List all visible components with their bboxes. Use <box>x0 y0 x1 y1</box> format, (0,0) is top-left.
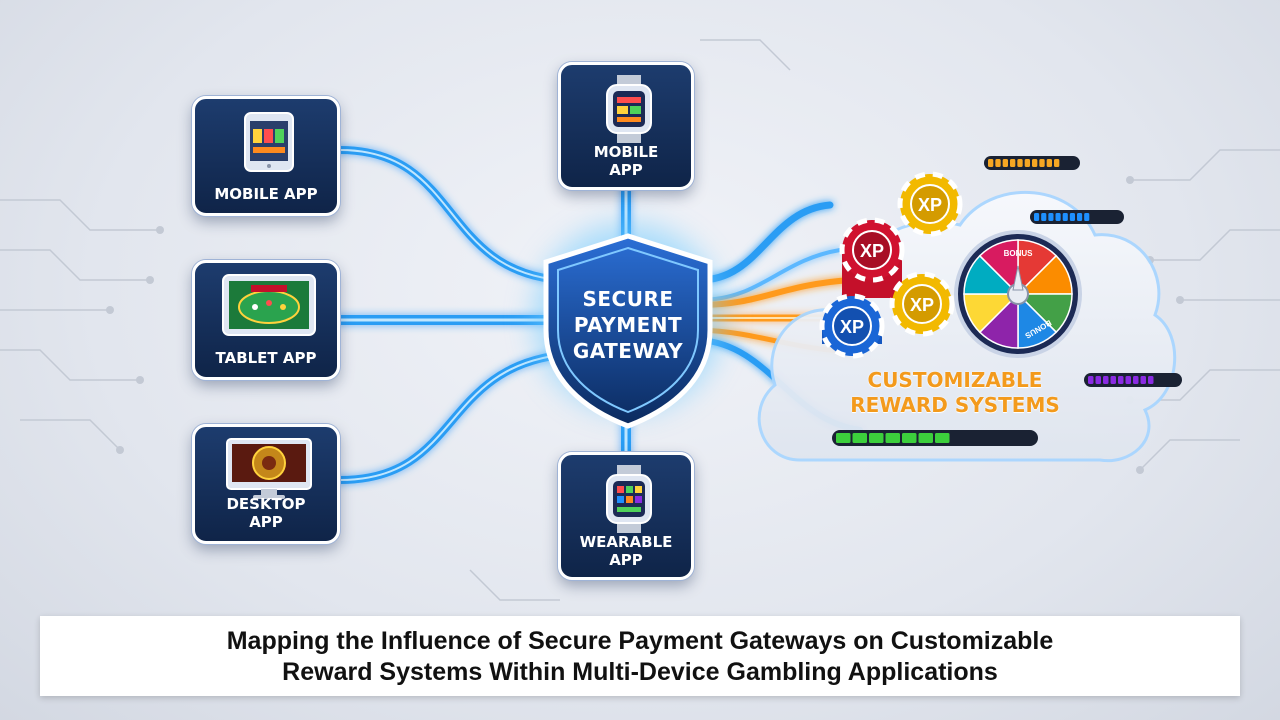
svg-text:XP: XP <box>918 195 942 215</box>
smartwatch-icon <box>561 465 691 533</box>
progress-segment <box>935 433 950 443</box>
svg-text:XP: XP <box>910 295 934 315</box>
progress-bar-orange <box>984 156 1080 170</box>
progress-segment <box>1140 376 1146 384</box>
progress-segment <box>902 433 917 443</box>
progress-segment <box>885 433 900 443</box>
progress-bar-purple <box>1084 373 1182 387</box>
svg-text:XP: XP <box>840 317 864 337</box>
progress-segment <box>1103 376 1109 384</box>
progress-bars <box>832 156 1182 446</box>
desktop-icon <box>195 437 337 501</box>
progress-segment <box>1118 376 1124 384</box>
desktop-app-node: DESKTOP APP <box>192 424 340 544</box>
progress-segment <box>1084 213 1090 221</box>
shield-icon <box>543 233 713 429</box>
progress-segment <box>1041 213 1047 221</box>
phone-icon <box>195 109 337 173</box>
poker-chip-icon: XP XP XP XP <box>819 171 963 359</box>
mobile-app-label: MOBILE APP <box>214 185 318 203</box>
watch-app-node: MOBILE APP <box>558 62 694 190</box>
watch-app-label: MOBILE APP <box>593 143 659 179</box>
tablet-icon <box>195 273 337 337</box>
progress-segment <box>1032 159 1038 167</box>
progress-segment <box>1054 159 1060 167</box>
progress-segment <box>1110 376 1116 384</box>
progress-segment <box>1002 159 1008 167</box>
progress-segment <box>1017 159 1023 167</box>
progress-segment <box>1046 159 1052 167</box>
progress-segment <box>1125 376 1131 384</box>
desktop-app-label: DESKTOP APP <box>226 495 306 531</box>
caption-bar: Mapping the Influence of Secure Payment … <box>40 616 1240 696</box>
svg-text:BONUS: BONUS <box>1004 249 1034 258</box>
caption-text: Mapping the Influence of Secure Payment … <box>226 627 1054 686</box>
progress-segment <box>1055 213 1061 221</box>
progress-segment <box>918 433 933 443</box>
progress-segment <box>995 159 1001 167</box>
progress-segment <box>1069 213 1075 221</box>
progress-segment <box>1010 159 1016 167</box>
progress-segment <box>1062 213 1068 221</box>
wheel-segment <box>978 239 1019 296</box>
progress-segment <box>869 433 884 443</box>
gateway-label: SECURE PAYMENT GATEWAY <box>572 287 684 363</box>
progress-segment <box>1024 159 1030 167</box>
progress-segment <box>1088 376 1094 384</box>
circuit-traces <box>0 39 1280 601</box>
mobile-app-node: MOBILE APP <box>192 96 340 216</box>
progress-segment <box>852 433 867 443</box>
smartwatch-icon <box>561 75 691 143</box>
progress-segment <box>1077 213 1083 221</box>
progress-segment <box>1048 213 1054 221</box>
wearable-app-node: WEARABLE APP <box>558 452 694 580</box>
progress-segment <box>1039 159 1045 167</box>
progress-bar-green <box>832 430 1038 446</box>
progress-segment <box>1095 376 1101 384</box>
tablet-app-node: TABLET APP <box>192 260 340 380</box>
tablet-app-label: TABLET APP <box>215 349 317 367</box>
reward-systems-title: CUSTOMIZABLE REWARD SYSTEMS <box>850 368 1060 417</box>
svg-text:XP: XP <box>860 241 884 261</box>
progress-segment <box>1034 213 1040 221</box>
progress-segment <box>1133 376 1139 384</box>
progress-segment <box>1148 376 1154 384</box>
prize-wheel-icon: BONUS BONUS <box>954 230 1082 358</box>
progress-bar-blue <box>1030 210 1124 224</box>
progress-segment <box>836 433 851 443</box>
progress-segment <box>988 159 994 167</box>
wearable-app-label: WEARABLE APP <box>579 533 673 569</box>
